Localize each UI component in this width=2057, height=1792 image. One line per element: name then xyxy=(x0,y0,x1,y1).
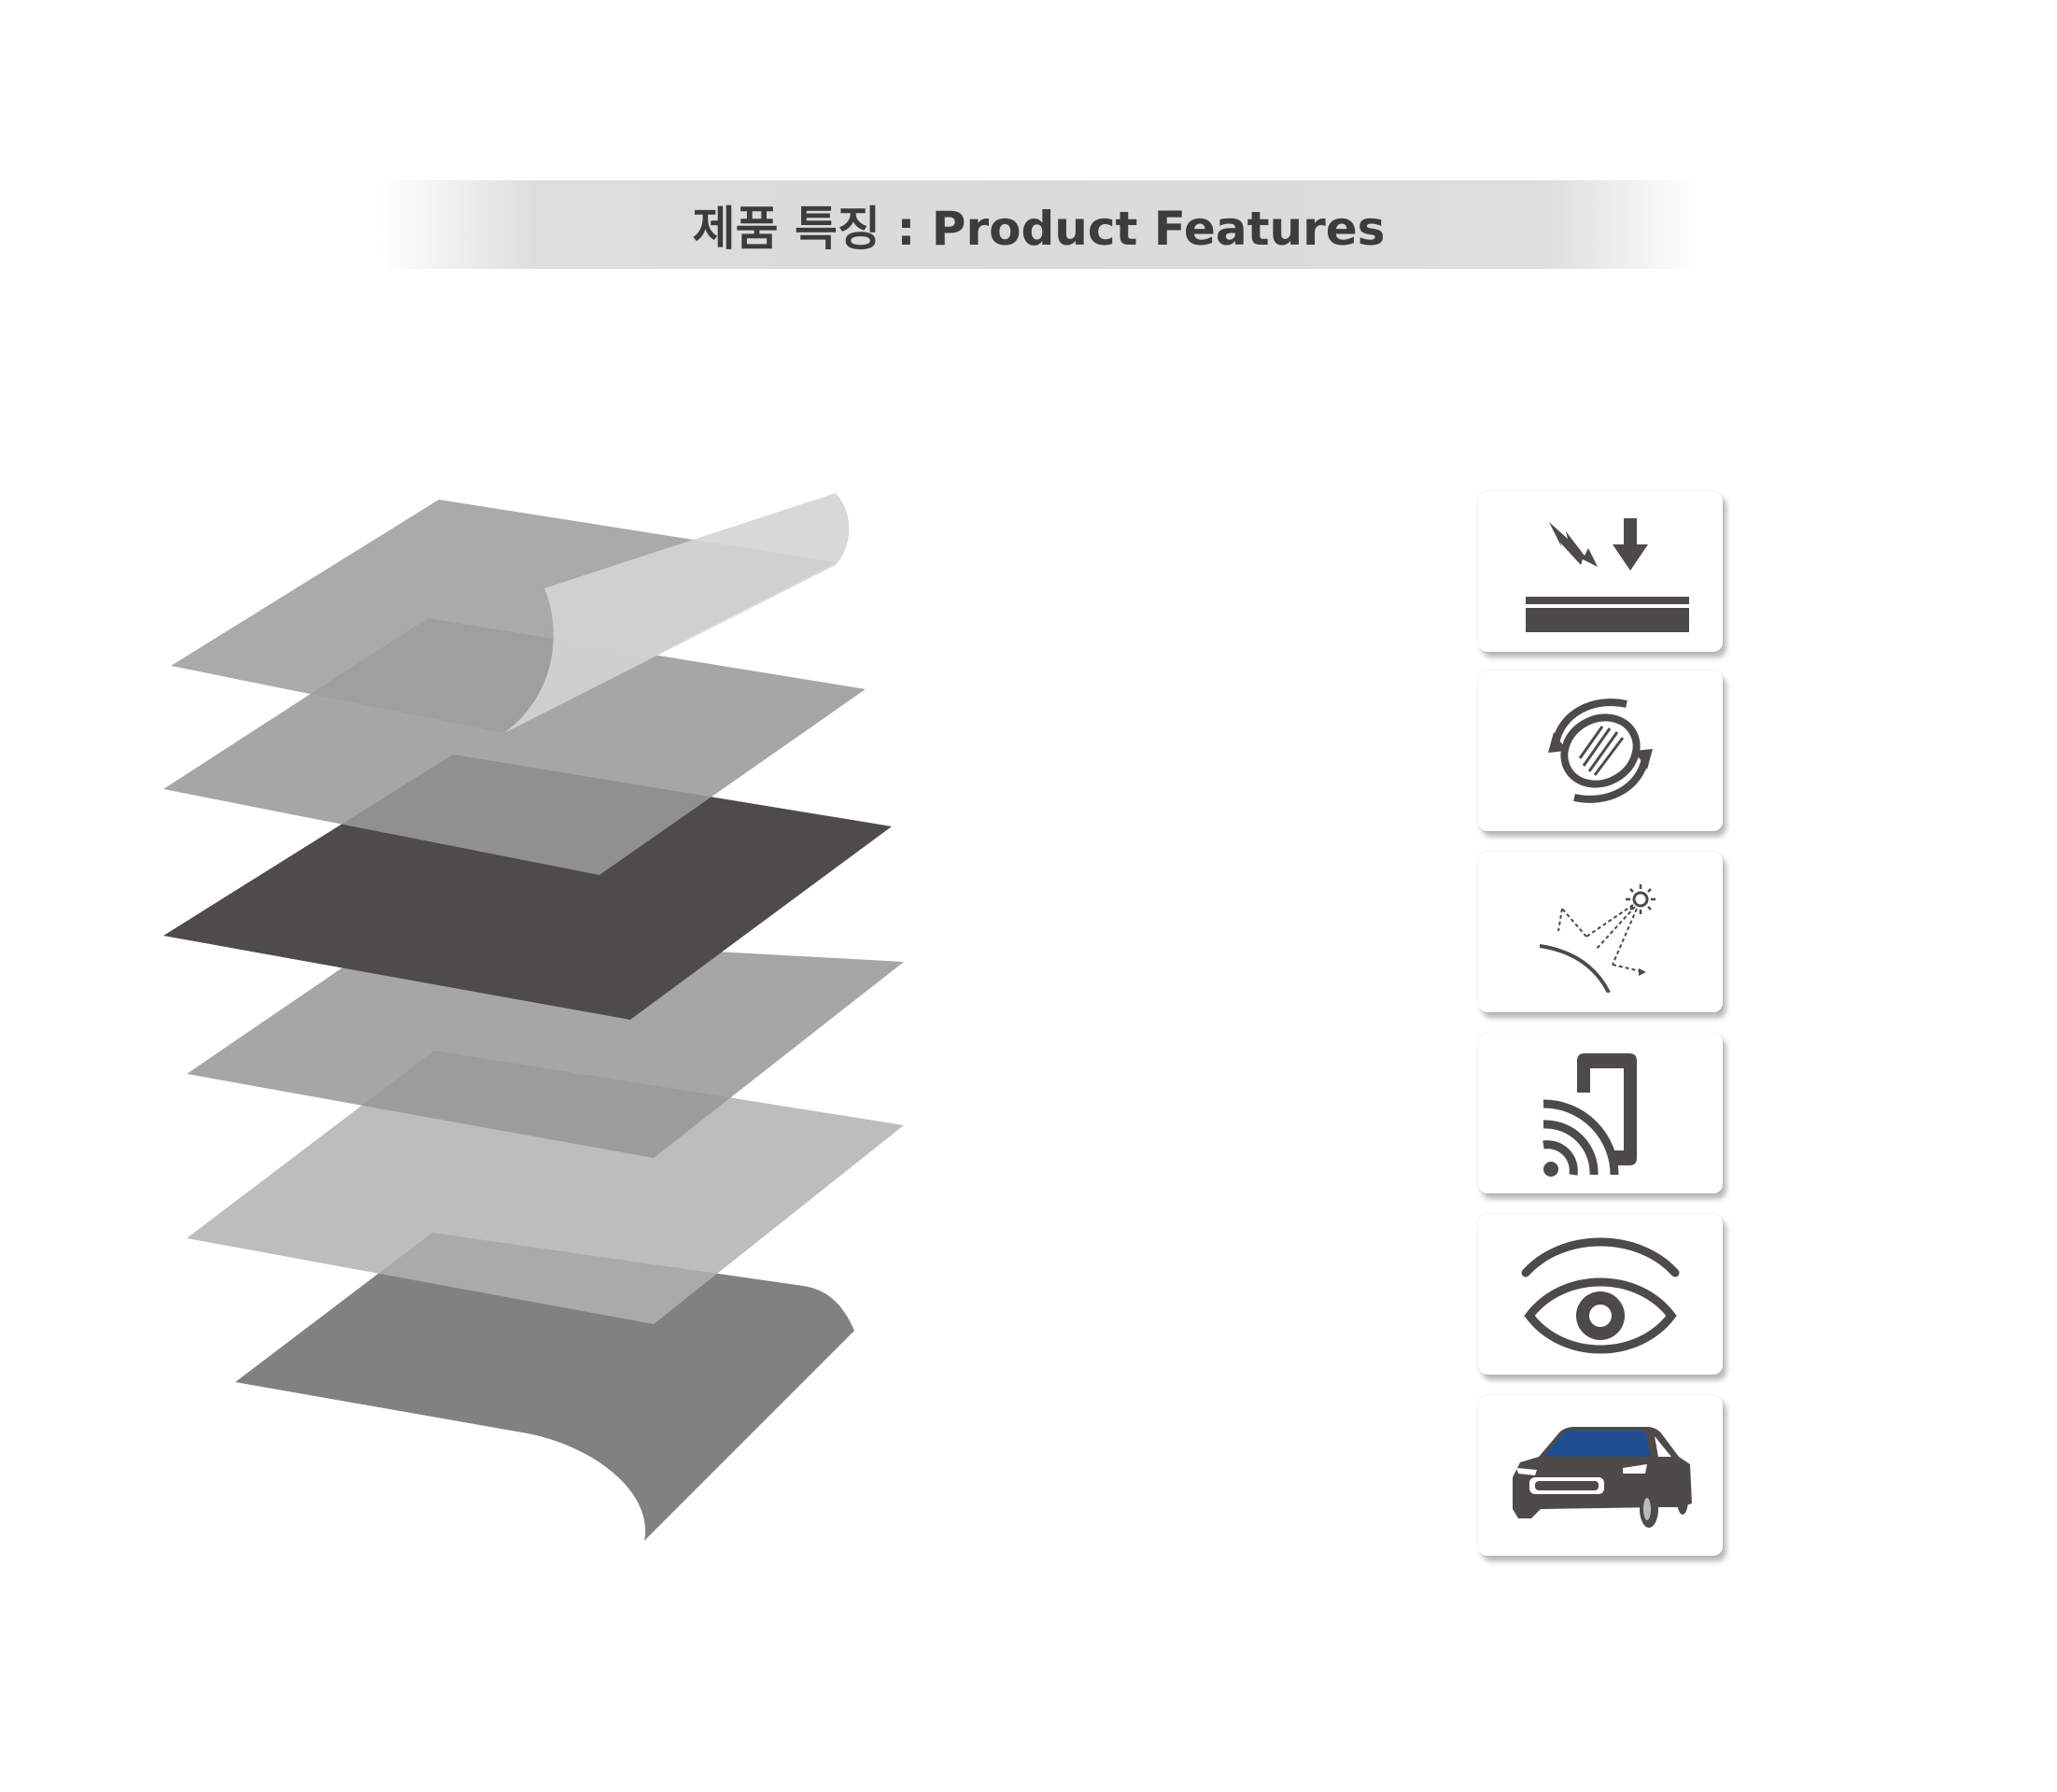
layer-6 xyxy=(187,1051,904,1324)
layer-5 xyxy=(187,934,904,1158)
layer-base xyxy=(235,1233,854,1541)
visibility-eye-icon xyxy=(1521,1237,1680,1354)
feature-card-visibility xyxy=(1478,1214,1723,1375)
signal-transmission-icon xyxy=(1543,1053,1637,1177)
layer-peel xyxy=(504,493,850,733)
feature-card-car xyxy=(1478,1395,1723,1556)
title-banner: 제품 특징 : Product Features xyxy=(378,180,1699,269)
page-title: 제품 특징 : Product Features xyxy=(692,201,1386,256)
scratch-self-healing-icon xyxy=(1548,698,1653,803)
feature-card-healing xyxy=(1478,670,1723,831)
car-windshield-icon xyxy=(1513,1427,1692,1528)
glare-reflection-icon xyxy=(1539,884,1655,993)
feature-card-impact xyxy=(1478,491,1723,652)
impact-resistance-icon xyxy=(1526,518,1689,632)
feature-card-glare xyxy=(1478,852,1723,1012)
feature-card-signal xyxy=(1478,1033,1723,1193)
layer-4-dark xyxy=(163,755,892,1020)
